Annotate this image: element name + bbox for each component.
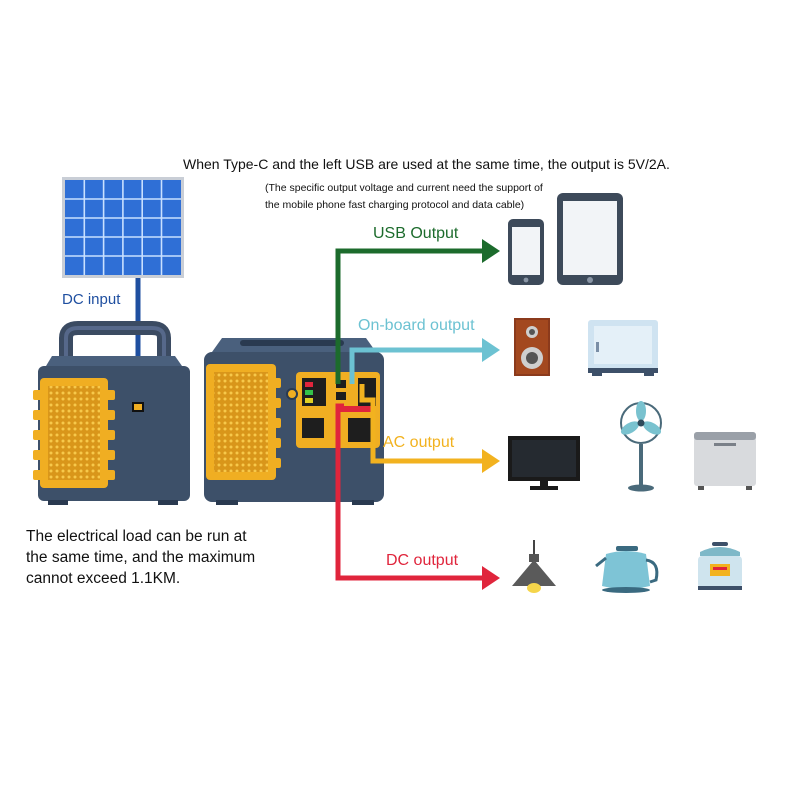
header-sub-note-line2: the mobile phone fast charging protocol … — [265, 199, 524, 211]
load-note-line1: The electrical load can be run at — [26, 528, 247, 545]
car-fridge-icon — [588, 320, 658, 376]
ac-output-arrow — [359, 384, 500, 473]
onboard-output-arrow — [349, 338, 500, 384]
load-note-line2: the same time, and the maximum — [26, 549, 255, 566]
speaker-icon — [514, 318, 550, 376]
power-station-front-view — [204, 338, 384, 505]
load-note-line3: cannot exceed 1.1KM. — [26, 570, 180, 587]
power-station-side-view — [33, 321, 190, 505]
dc-output-arrow — [335, 403, 500, 590]
ac-output-label: AC output — [383, 434, 455, 451]
smartphone-icon — [508, 219, 544, 285]
mini-freezer-icon — [694, 432, 756, 490]
usb-output-label: USB Output — [373, 225, 459, 242]
dc-output-label: DC output — [386, 552, 459, 569]
solar-panel-icon — [62, 177, 184, 278]
hanging-lamp-icon — [512, 540, 556, 593]
usb-output-arrow — [335, 239, 500, 384]
television-icon — [508, 436, 580, 490]
dc-input-label: DC input — [62, 291, 121, 308]
header-main-note: When Type-C and the left USB are used at… — [183, 156, 670, 172]
header-sub-note-line1: (The specific output voltage and current… — [265, 182, 543, 194]
tablet-icon — [557, 193, 623, 285]
electric-fan-icon — [620, 401, 662, 492]
electric-kettle-icon — [595, 546, 659, 593]
onboard-output-label: On-board output — [358, 317, 475, 334]
rice-cooker-icon — [698, 542, 742, 590]
